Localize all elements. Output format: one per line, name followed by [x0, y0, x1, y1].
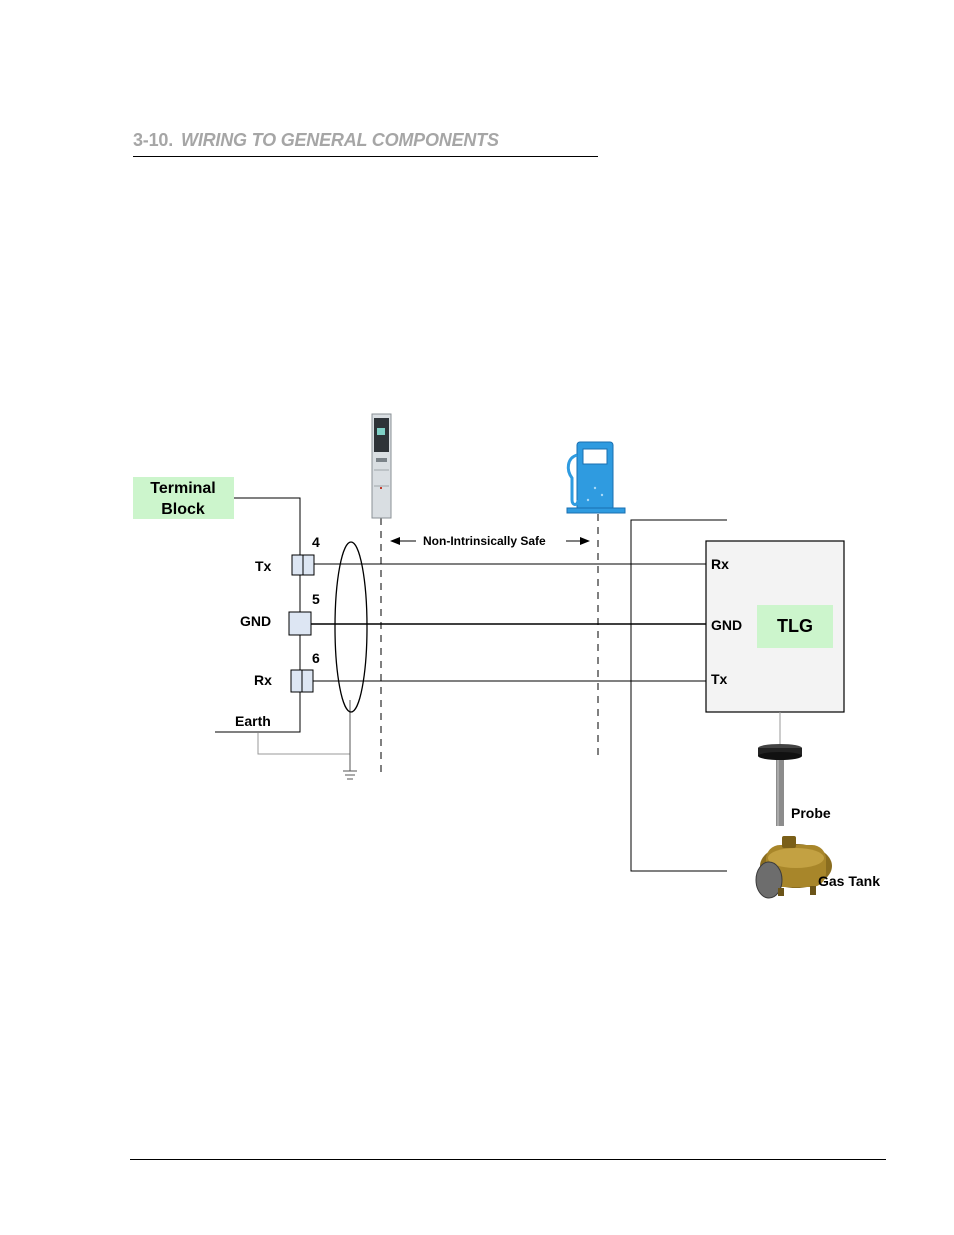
arrow-left-icon [390, 537, 400, 545]
terminal-signal-rx: Rx [254, 672, 272, 688]
section-number: 3-10. [133, 130, 174, 150]
terminal-5: 5 GND [240, 591, 320, 636]
terminal-block-label-line1: Terminal [150, 480, 216, 497]
arrow-right-icon [580, 537, 590, 545]
section-header: 3-10. WIRING TO GENERAL COMPONENTS [133, 130, 598, 157]
earth-label: Earth [235, 713, 271, 729]
terminal-number-5: 5 [312, 591, 320, 607]
tlg-port-rx: Rx [711, 556, 729, 572]
tlg-port-tx: Tx [711, 671, 728, 687]
terminal-number-4: 4 [312, 534, 320, 550]
earth-line [215, 692, 301, 733]
terminal-signal-tx: Tx [255, 558, 272, 574]
terminal-6: 6 Rx [254, 650, 320, 693]
zone-label: Non-Intrinsically Safe [423, 534, 546, 548]
terminal-signal-gnd: GND [240, 613, 271, 629]
terminal-block-label-line2: Block [161, 501, 205, 518]
tlg-label-box [757, 605, 833, 648]
tlg-port-gnd: GND [711, 617, 742, 633]
tlg-unit: TLG Rx GND Tx [705, 540, 845, 713]
tlg-label: TLG [777, 616, 813, 636]
dispenser-tower-icon [371, 413, 392, 519]
section-title: WIRING TO GENERAL COMPONENTS [181, 130, 499, 150]
zone-indicator: Non-Intrinsically Safe [390, 534, 590, 548]
site-bracket [630, 519, 727, 872]
probe-label: Probe [791, 805, 831, 821]
terminal-number-6: 6 [312, 650, 320, 666]
earth-ground-wire [257, 733, 350, 755]
terminal-block-box [133, 477, 234, 519]
probe-icon [758, 744, 802, 826]
terminal-block-leader [234, 497, 301, 555]
terminal-block-label: Terminal Block [133, 477, 234, 519]
fuel-pump-icon [566, 441, 626, 514]
gas-tank-icon [755, 836, 832, 899]
gas-tank-label: Gas Tank [818, 873, 880, 889]
footer-rule [130, 1159, 886, 1160]
cable-shield [334, 541, 368, 713]
terminal-4: 4 Tx [255, 534, 320, 576]
